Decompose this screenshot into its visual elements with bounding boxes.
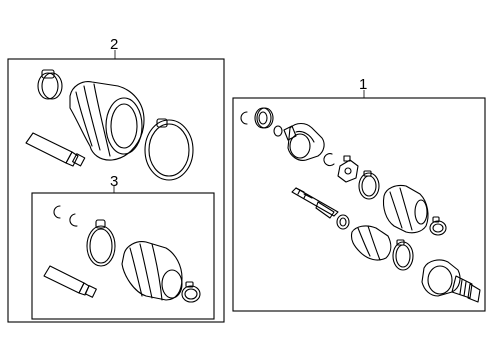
clip-2-part: [336, 214, 350, 230]
inboard-joint-part: [421, 259, 481, 303]
inner-grease-tube-part: [43, 265, 97, 298]
group-3-frame: [31, 192, 215, 320]
shaft-part: [291, 187, 339, 219]
grease-tube-part: [25, 132, 86, 167]
group-3: 3: [31, 173, 215, 320]
clamp-ring-1-part: [358, 170, 380, 200]
boot-1-part: [382, 184, 429, 234]
group-1-frame: [232, 97, 486, 312]
small-clamp-part: [37, 69, 63, 100]
c-clip-part: [323, 153, 335, 167]
washer-part: [273, 125, 283, 137]
callout-1: 1: [359, 76, 367, 93]
clamp-ring-2-part: [392, 239, 414, 271]
boot-2-part: [350, 225, 392, 261]
outer-boot-part: [69, 81, 145, 161]
tripod-part: [337, 155, 359, 183]
seal-part: [254, 107, 274, 129]
small-clamp-1-part: [429, 216, 447, 236]
group-2: 2: [7, 36, 225, 323]
inner-clamp-part: [86, 219, 116, 267]
callout-2: 2: [110, 36, 118, 53]
group-1: 1: [232, 76, 486, 312]
snap-ring-1-part: [240, 111, 248, 125]
callout-3: 3: [110, 173, 118, 190]
inner-small-clamp-part: [181, 281, 201, 303]
inner-boot-part: [121, 241, 183, 301]
large-clamp-part: [144, 118, 194, 181]
snap-ring-part: [53, 205, 78, 227]
joint-housing-part: [283, 122, 325, 161]
group-2-frame: [7, 58, 225, 323]
